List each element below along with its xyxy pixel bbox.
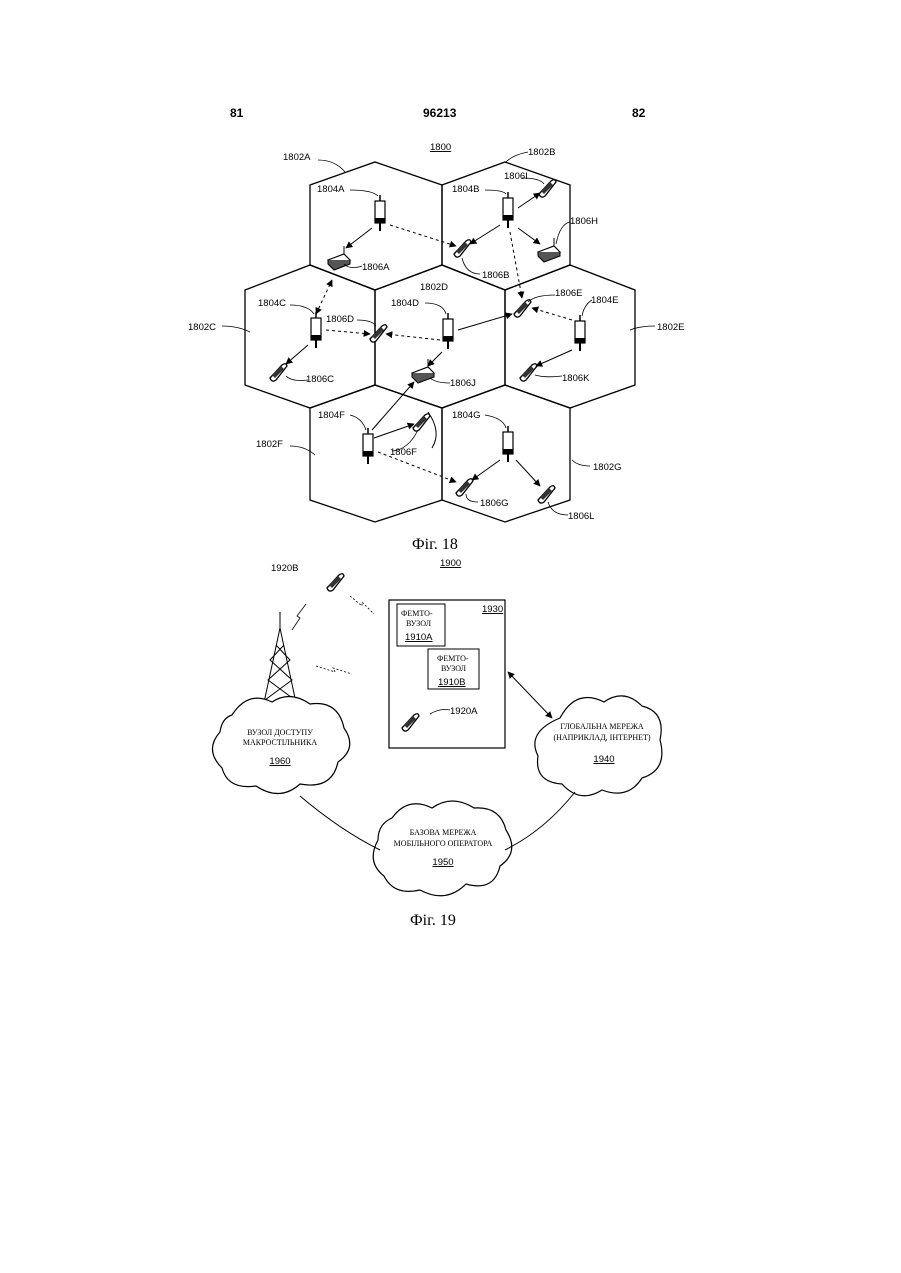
- phone-1806E-icon: [514, 300, 531, 317]
- macro-cloud-line2: МАКРОСТІЛЬНИКА: [243, 738, 317, 747]
- femto-b-line1: ФЕМТО-: [437, 654, 469, 663]
- base-station-1804F-icon: [363, 428, 373, 464]
- label-1804F: 1804F: [318, 410, 345, 421]
- label-1804G: 1804G: [452, 410, 481, 421]
- handset-1920B-icon: [327, 574, 344, 591]
- phone-1806C-icon: [270, 364, 287, 381]
- phone-1806F-icon: [413, 414, 430, 431]
- label-1806D: 1806D: [326, 314, 354, 325]
- hex-cell-1802E: [505, 265, 635, 408]
- base-station-leaders: [290, 190, 592, 430]
- label-1802D: 1802D: [420, 282, 448, 293]
- label-1804C: 1804C: [258, 298, 286, 309]
- label-1806K: 1806K: [562, 373, 590, 384]
- label-1804A: 1804A: [317, 184, 345, 195]
- label-1920A: 1920A: [450, 706, 478, 717]
- phone-1806L-icon: [538, 486, 555, 503]
- fig18-ref: 1800: [430, 142, 451, 153]
- label-1806B: 1806B: [482, 270, 509, 281]
- label-1806F: 1806F: [390, 447, 417, 458]
- label-1806I: 1806I: [504, 171, 528, 182]
- femto-a-line1: ФЕМТО-: [401, 609, 433, 618]
- base-station-1804D-icon: [443, 313, 453, 349]
- radio-link-icons: [292, 596, 374, 674]
- phone-1806G-icon: [456, 479, 473, 496]
- femto-a-line2: ВУЗОЛ: [406, 619, 432, 628]
- base-station-1804E-icon: [575, 315, 585, 351]
- wan-cloud-line1: ГЛОБАЛЬНА МЕРЕЖА: [560, 722, 644, 731]
- macro-cloud-ref: 1960: [269, 756, 290, 767]
- core-cloud-ref: 1950: [432, 857, 453, 868]
- cell-labels: [222, 152, 655, 466]
- fig19-ref: 1900: [440, 558, 461, 569]
- fig19-caption: Фіг. 19: [410, 912, 456, 930]
- femto-a-ref: 1910A: [405, 632, 433, 643]
- hex-cell-1802C: [245, 265, 375, 408]
- label-1806A: 1806A: [362, 262, 390, 273]
- phone-1806D-icon: [370, 325, 387, 342]
- core-cloud-line1: БАЗОВА МЕРЕЖА: [410, 828, 477, 837]
- label-1804E: 1804E: [591, 295, 618, 306]
- label-1802B: 1802B: [528, 147, 555, 158]
- fig18-caption: Фіг. 18: [412, 536, 458, 554]
- core-cloud-line2: МОБІЛЬНОГО ОПЕРАТОРА: [394, 839, 493, 848]
- label-1802G: 1802G: [593, 462, 622, 473]
- label-1806H: 1806H: [570, 216, 598, 227]
- base-station-1804B-icon: [503, 192, 513, 228]
- phone-1806B-icon: [454, 240, 471, 257]
- base-station-1804G-icon: [503, 426, 513, 462]
- wan-cloud-ref: 1940: [593, 754, 614, 765]
- label-1802C: 1802C: [188, 322, 216, 333]
- hex-cell-1802F: [310, 385, 442, 522]
- label-1806J: 1806J: [450, 378, 476, 389]
- label-1806L: 1806L: [568, 511, 594, 522]
- label-1802F: 1802F: [256, 439, 283, 450]
- label-1806E: 1806E: [555, 288, 582, 299]
- femto-b-line2: ВУЗОЛ: [441, 664, 467, 673]
- base-station-1804C-icon: [311, 312, 321, 348]
- label-1806G: 1806G: [480, 498, 509, 509]
- wireless-links: [286, 193, 572, 486]
- phone-1806I-icon: [539, 180, 556, 197]
- label-1804B: 1804B: [452, 184, 479, 195]
- core-network-cloud: [373, 801, 512, 896]
- base-station-1804A-icon: [375, 195, 385, 231]
- home-box-ref: 1930: [482, 604, 503, 615]
- label-1806C: 1806C: [306, 374, 334, 385]
- femto-b-ref: 1910B: [438, 677, 465, 688]
- phone-1806K-icon: [520, 364, 537, 381]
- terminal-leaders: [286, 178, 570, 515]
- macro-cloud-line1: ВУЗОЛ ДОСТУПУ: [247, 728, 313, 737]
- label-1802A: 1802A: [283, 152, 311, 163]
- label-1802E: 1802E: [657, 322, 684, 333]
- wan-cloud-line2: (НАПРИКЛАД, ІНТЕРНЕТ): [553, 733, 650, 742]
- label-1804D: 1804D: [391, 298, 419, 309]
- wan-cloud: [535, 696, 662, 796]
- label-1920B: 1920B: [271, 563, 298, 574]
